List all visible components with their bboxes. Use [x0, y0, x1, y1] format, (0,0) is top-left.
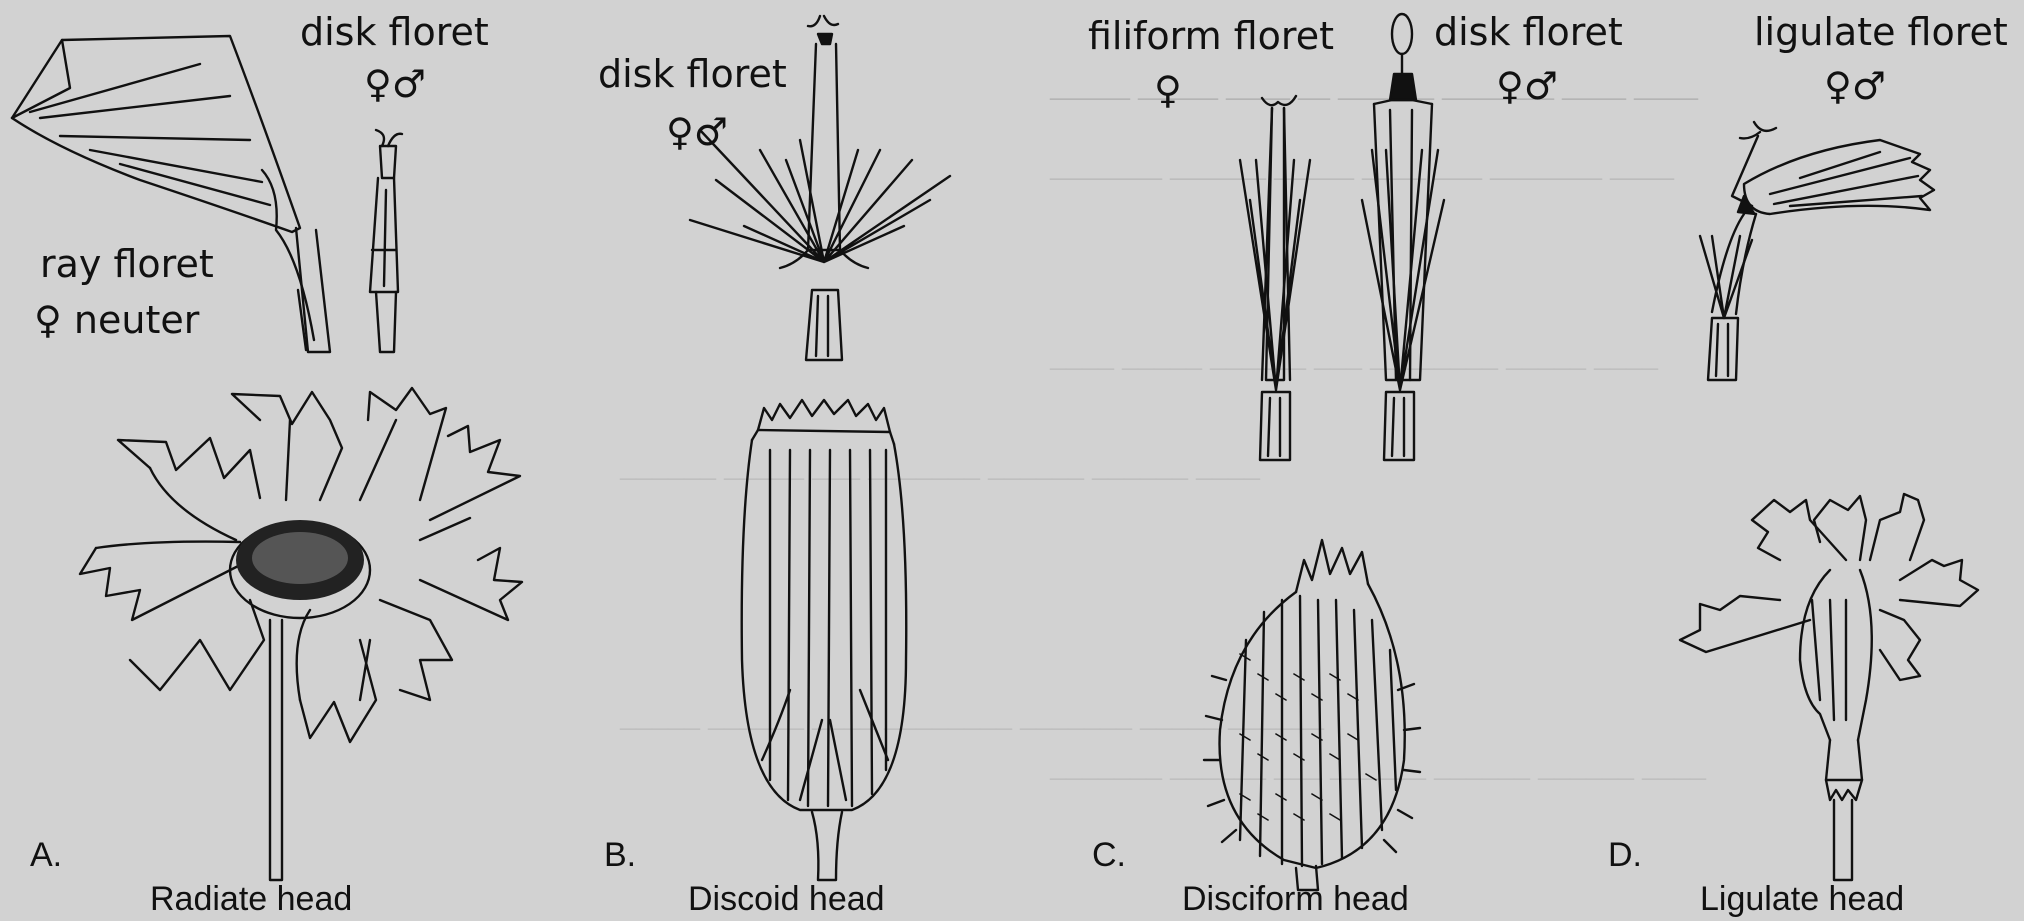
- panel-a-caption: Radiate head: [150, 880, 352, 919]
- ray-floret-sex-symbol: ♀ neuter: [34, 298, 199, 342]
- a-disk-floret-label: disk floret: [300, 10, 489, 54]
- c-disk-floret-drawing: [1362, 14, 1444, 460]
- b-disk-floret-label: disk floret: [598, 52, 787, 96]
- disciform-head-drawing: [1204, 540, 1420, 890]
- radiate-head-disk-center: [230, 520, 370, 618]
- a-disk-floret-sex-symbol: ♀♂: [364, 62, 426, 106]
- panel-c-caption: Disciform head: [1182, 880, 1409, 919]
- c-disk-floret-label: disk floret: [1434, 10, 1623, 54]
- filiform-floret-label: filiform floret: [1088, 14, 1334, 58]
- discoid-head-drawing: [742, 400, 907, 880]
- panel-d-caption: Ligulate head: [1700, 880, 1904, 919]
- panel-b-letter: B.: [604, 836, 636, 875]
- panel-c-letter: C.: [1092, 836, 1126, 875]
- ligulate-head-drawing: [1680, 494, 1978, 880]
- panel-a-letter: A.: [30, 836, 62, 875]
- b-disk-floret-sex-symbol: ♀♂: [666, 110, 728, 154]
- ligulate-floret-sex-symbol: ♀♂: [1824, 64, 1886, 108]
- panel-d-letter: D.: [1608, 836, 1642, 875]
- a-disk-floret-drawing: [370, 130, 402, 352]
- filiform-floret-sex-symbol: ♀: [1154, 68, 1182, 112]
- ligulate-floret-drawing: [1700, 122, 1934, 380]
- ligulate-floret-label: ligulate floret: [1754, 10, 2008, 54]
- radiate-head-drawing: [80, 388, 522, 880]
- c-disk-floret-sex-symbol: ♀♂: [1496, 64, 1558, 108]
- ray-floret-label: ray floret: [40, 242, 214, 286]
- filiform-floret-drawing: [1240, 96, 1310, 460]
- panel-b-caption: Discoid head: [688, 880, 885, 919]
